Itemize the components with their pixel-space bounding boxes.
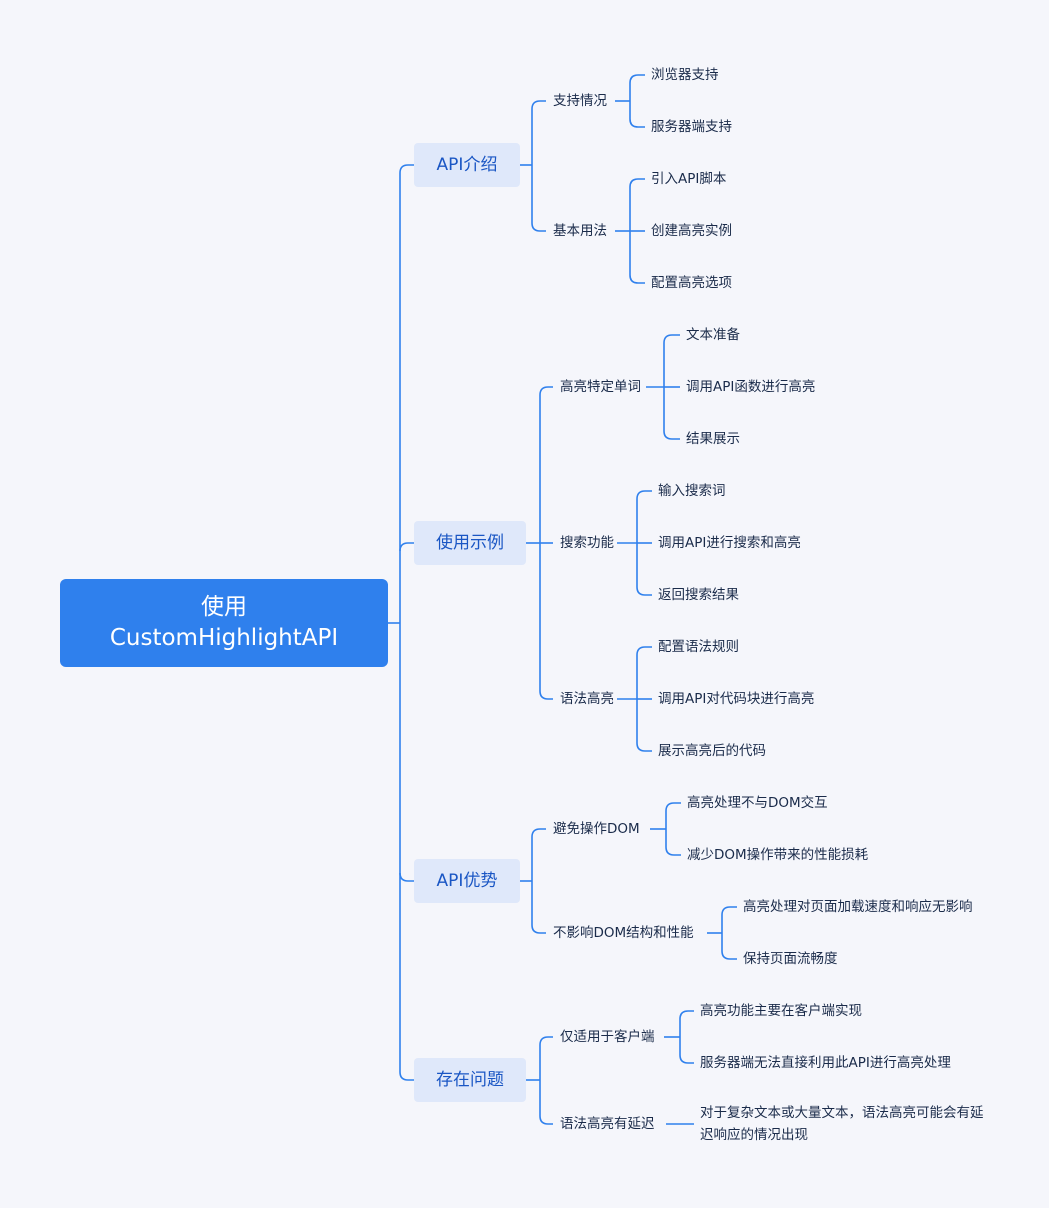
topic-syntax-highlight[interactable]: 语法高亮 [560,691,614,707]
topic-support[interactable]: 支持情况 [553,93,607,109]
leaf-call-api-code[interactable]: 调用API对代码块进行高亮 [658,691,815,707]
leaf-text-prep[interactable]: 文本准备 [686,327,740,343]
leaf-config-options[interactable]: 配置高亮选项 [651,275,732,291]
leaf-no-load-impact[interactable]: 高亮处理对页面加载速度和响应无影响 [743,899,973,915]
leaf-reduce-dom-cost[interactable]: 减少DOM操作带来的性能损耗 [687,847,869,863]
leaf-call-api-highlight[interactable]: 调用API函数进行高亮 [686,379,816,395]
connector-line-50 [721,950,737,960]
connector-line-4 [399,872,414,882]
root-title-line1: 使用 [201,594,247,620]
leaf-import-script[interactable]: 引入API脚本 [651,171,727,187]
leaf-browser-support[interactable]: 浏览器支持 [651,67,719,83]
leaf-keep-smooth[interactable]: 保持页面流畅度 [743,951,838,967]
connector-line-12 [629,74,645,84]
connector-line-31 [636,490,652,500]
branch-usage-examples[interactable]: 使用示例 [414,521,526,565]
connector-line-41 [531,828,546,838]
connector-line-46 [665,846,681,856]
leaf-call-api-search[interactable]: 调用API进行搜索和高亮 [658,535,801,551]
connector-line-38 [636,742,652,752]
branch-api-advantages[interactable]: API优势 [414,859,520,903]
leaf-server-cannot-use[interactable]: 服务器端无法直接利用此API进行高亮处理 [700,1055,951,1071]
connector-line-49 [721,906,737,916]
leaf-no-dom-interaction[interactable]: 高亮处理不与DOM交互 [687,795,828,811]
connector-line-21 [539,386,553,396]
connector-line-23 [539,690,553,700]
leaf-input-search[interactable]: 输入搜索词 [658,483,726,499]
connector-line-2 [399,164,414,174]
leaf-server-support[interactable]: 服务器端支持 [651,119,732,135]
connector-line-8 [531,100,546,110]
leaf-create-instance[interactable]: 创建高亮实例 [651,223,732,239]
connector-line-13 [629,118,645,128]
connector-line-57 [679,1010,694,1020]
topic-basic-usage[interactable]: 基本用法 [553,223,607,239]
leaf-show-code[interactable]: 展示高亮后的代码 [658,743,766,759]
root-node[interactable]: 使用 CustomHighlightAPI [60,579,388,667]
connector-line-5 [399,1071,414,1081]
connector-line-28 [663,430,680,440]
topic-syntax-delay[interactable]: 语法高亮有延迟 [560,1116,655,1132]
topic-search[interactable]: 搜索功能 [560,535,614,551]
connector-line-36 [636,646,652,656]
topic-avoid-dom[interactable]: 避免操作DOM [553,821,640,837]
topic-highlight-words[interactable]: 高亮特定单词 [560,379,641,395]
connector-line-3 [399,542,414,552]
connector-line-58 [679,1054,694,1064]
leaf-return-results[interactable]: 返回搜索结果 [658,587,739,603]
topic-no-dom-impact[interactable]: 不影响DOM结构和性能 [553,925,694,941]
leaf-result-display[interactable]: 结果展示 [686,431,740,447]
leaf-syntax-rules[interactable]: 配置语法规则 [658,639,739,655]
root-title-line2: CustomHighlightAPI [109,625,339,651]
connector-line-54 [539,1115,553,1125]
connector-line-26 [663,334,680,344]
leaf-client-implementation[interactable]: 高亮功能主要在客户端实现 [700,1003,862,1019]
connector-line-18 [629,274,645,284]
connector-line-45 [665,802,681,812]
branch-issues[interactable]: 存在问题 [414,1058,526,1102]
connector-line-16 [629,178,645,188]
topic-client-only[interactable]: 仅适用于客户端 [560,1029,655,1045]
connector-line-33 [636,586,652,596]
leaf-delay-description[interactable]: 对于复杂文本或大量文本，语法高亮可能会有延迟响应的情况出现 [700,1105,984,1143]
connector-line-9 [531,222,546,232]
connector-line-42 [531,924,546,934]
branch-api-intro[interactable]: API介绍 [414,143,520,187]
connector-line-53 [539,1036,553,1046]
